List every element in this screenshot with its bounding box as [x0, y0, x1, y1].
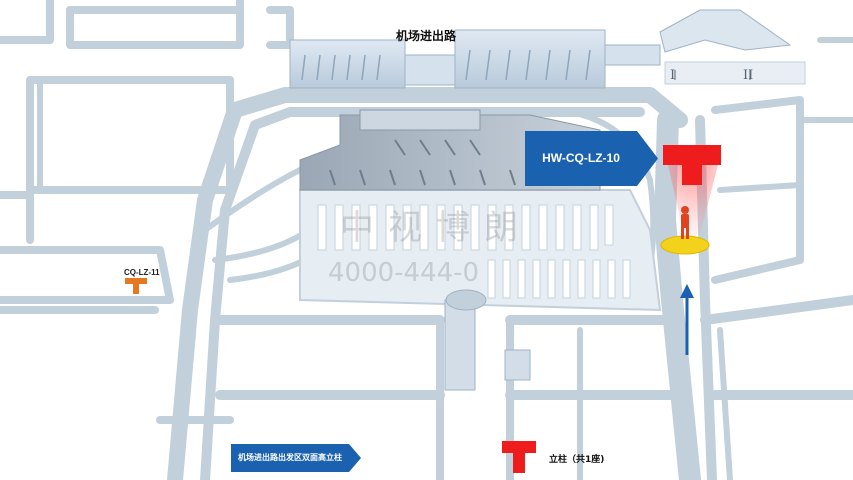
direction-arrow — [680, 284, 694, 355]
person-icon — [681, 206, 689, 239]
callout-arrow-shape — [525, 131, 658, 186]
legend-arrow-item: 机场进出路出发区双面高立柱 — [231, 444, 361, 472]
airside-area — [659, 9, 806, 85]
parking-lot — [317, 204, 631, 299]
legend-arrow-label: 机场进出路出发区双面高立柱 — [238, 453, 342, 462]
runway-label-right: II — [743, 68, 754, 83]
road-label: 机场进出路 — [396, 29, 457, 43]
secondary-marker-code: CQ-LZ-11 — [124, 268, 160, 277]
billboard-callout[interactable]: HW-CQ-LZ-10 — [525, 131, 658, 186]
pillar-marker — [660, 145, 721, 255]
runway-label-left: I — [670, 68, 676, 83]
legend-pillar-label: 立柱（共1座) — [549, 455, 605, 465]
watermark-brand: 中视博朗 — [340, 208, 532, 248]
legend-pillar-icon — [502, 441, 536, 473]
legend-arrow-shape — [231, 444, 361, 472]
callout-code: HW-CQ-LZ-10 — [542, 151, 620, 165]
secondary-marker-icon — [125, 278, 147, 294]
watermark-phone: 4000-444-0 — [328, 258, 480, 288]
